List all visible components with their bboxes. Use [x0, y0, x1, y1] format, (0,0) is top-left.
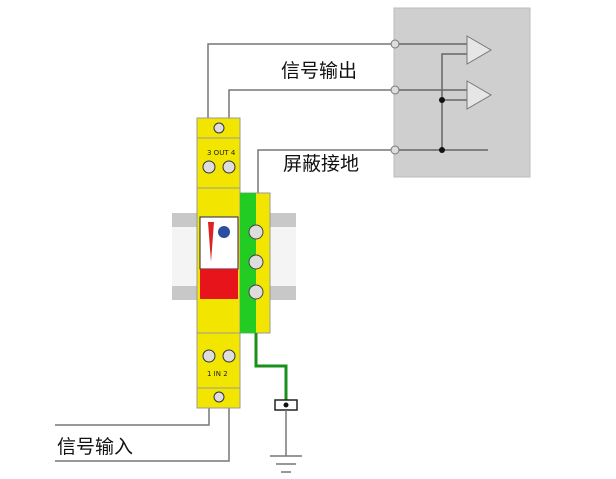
- screw-icon: [248, 254, 264, 270]
- amplifier-2-icon: [466, 80, 492, 110]
- signal-input-label: 信号输入: [57, 436, 133, 458]
- surge-protector: 3 OUT 4 1 IN 2: [196, 117, 241, 409]
- terminal-1-icon: [390, 39, 400, 49]
- signal-output-label: 信号输出: [281, 60, 357, 82]
- screw-icon: [202, 349, 216, 363]
- screw-icon: [222, 349, 236, 363]
- terminal-2-icon: [390, 85, 400, 95]
- ground-symbol-icon: [270, 455, 302, 473]
- out-terminal-label: 3 OUT 4: [207, 149, 236, 157]
- screw-icon: [248, 224, 264, 240]
- screw-icon: [213, 391, 225, 403]
- wires: [55, 43, 391, 462]
- terminal-3-icon: [390, 145, 400, 155]
- brand-logo-icon: [208, 222, 214, 262]
- receiver-equipment: [390, 7, 531, 178]
- ground-wire: [254, 333, 288, 402]
- screw-icon: [222, 160, 236, 174]
- shield-ground-label: 屏蔽接地: [283, 153, 359, 175]
- ground-terminal-block: [239, 192, 271, 334]
- in-terminal-label: 1 IN 2: [207, 370, 228, 378]
- screw-icon: [213, 122, 225, 134]
- amplifier-1-icon: [466, 35, 492, 65]
- status-indicator: [200, 269, 238, 299]
- screw-icon: [248, 284, 264, 300]
- screw-icon: [202, 160, 216, 174]
